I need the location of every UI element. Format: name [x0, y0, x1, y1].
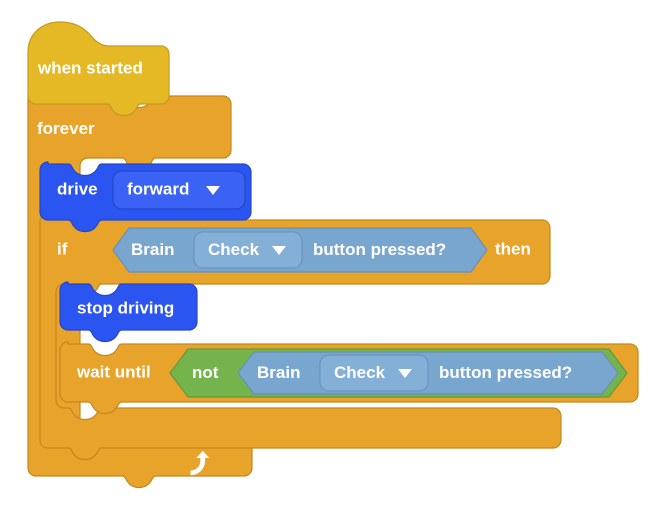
drive-direction-dropdown[interactable]: forward	[112, 170, 246, 210]
when-started-shape[interactable]	[27, 21, 170, 117]
drive-direction-dropdown-box[interactable]	[112, 170, 246, 210]
if-then-shape[interactable]	[39, 213, 562, 461]
brain-button-dropdown-2-box[interactable]	[319, 354, 429, 392]
stop-driving-label: stop driving	[77, 298, 174, 317]
brain-label: Brain	[131, 240, 174, 259]
block-drive-forward[interactable]: drive forward	[39, 161, 252, 233]
chevron-down-icon[interactable]	[398, 369, 412, 378]
wait-until-label: wait until	[76, 362, 151, 381]
block-stop-driving[interactable]: stop driving	[59, 281, 198, 343]
block-if-then[interactable]: if then	[39, 213, 562, 461]
block-when-started[interactable]: when started	[27, 21, 170, 117]
then-label: then	[495, 239, 531, 258]
chevron-down-icon[interactable]	[206, 186, 220, 195]
brain-label-2: Brain	[257, 363, 300, 382]
brain-button-dropdown-box[interactable]	[193, 231, 303, 269]
brain-button-dropdown-2-value: Check	[334, 363, 386, 382]
brain-button-dropdown-value: Check	[208, 240, 260, 259]
when-started-label: when started	[37, 58, 143, 77]
button-pressed-label-2: button pressed?	[439, 363, 572, 382]
brain-button-dropdown[interactable]: Check	[193, 231, 303, 269]
chevron-down-icon[interactable]	[272, 246, 286, 255]
not-label: not	[192, 363, 219, 382]
brain-button-dropdown-2[interactable]: Check	[319, 354, 429, 392]
drive-label: drive	[57, 179, 98, 198]
boolean-brain-check-pressed[interactable]: Brain Check button pressed?	[112, 227, 488, 273]
if-label: if	[57, 239, 68, 258]
button-pressed-label: button pressed?	[313, 240, 446, 259]
forever-label: forever	[37, 119, 95, 138]
stop-driving-shape[interactable]	[59, 281, 198, 343]
drive-direction-dropdown-value: forward	[127, 179, 189, 198]
boolean-brain-check-pressed-2[interactable]: Brain Check button pressed?	[237, 351, 619, 395]
loop-arrow-icon	[190, 450, 210, 476]
